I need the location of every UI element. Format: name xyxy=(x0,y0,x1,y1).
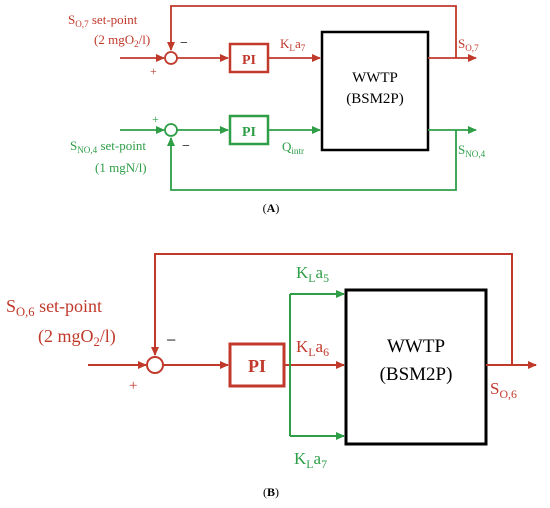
wwtp-label-a-line1: WWTP xyxy=(352,70,398,86)
pi-controller-a-bottom xyxy=(228,114,270,146)
summing-junction-a-top xyxy=(164,51,178,65)
wwtp-label-a-line2: (BSM2P) xyxy=(346,91,404,107)
pi-label-b: PI xyxy=(248,356,266,376)
panel-a: WWTP (BSM2P) PI SO,7 set-point (2 mgO2/l… xyxy=(68,5,486,215)
so6-feedback-line xyxy=(151,253,513,365)
minus-sign-a-top: − xyxy=(180,36,188,51)
pi-label-a-top: PI xyxy=(242,53,256,68)
panel-b-caption: (B) xyxy=(263,485,279,499)
summing-junction-b xyxy=(146,356,164,374)
wwtp-label-b-line2: (BSM2P) xyxy=(380,364,453,385)
minus-sign-b: − xyxy=(166,330,176,350)
plus-sign-a-top: + xyxy=(150,64,157,78)
sno4-value-label: (1 mgN/l) xyxy=(95,160,147,175)
panel-a-caption: (A) xyxy=(263,201,280,215)
so7-value-label: (2 mgO2/l) xyxy=(94,32,150,49)
kla7-label-a: KLa7 xyxy=(280,36,306,53)
summing-junction-a-bottom xyxy=(164,123,178,137)
qintr-label: Qintr xyxy=(282,139,304,156)
kla6-label: KLa6 xyxy=(296,337,329,359)
so6-output-label: SO,6 xyxy=(490,379,517,401)
so7-feedback-line xyxy=(167,5,457,58)
wwtp-label-b-line1: WWTP xyxy=(387,336,445,357)
so6-value-label: (2 mgO2/l) xyxy=(38,326,116,349)
wwtp-block-b xyxy=(344,288,488,446)
minus-sign-a-bottom: − xyxy=(182,139,190,154)
so6-setpoint-label: SO,6 set-point xyxy=(6,296,102,319)
plus-sign-a-bottom: + xyxy=(152,112,159,126)
sno4-feedback-line xyxy=(167,130,457,191)
pi-label-a-bottom: PI xyxy=(242,125,256,140)
so7-output-label: SO,7 xyxy=(458,36,479,53)
kla7-label-b: KLa7 xyxy=(294,449,327,471)
kla5-label: KLa5 xyxy=(296,263,329,285)
plus-sign-b: + xyxy=(129,378,137,394)
panel-b: WWTP (BSM2P) PI SO,6 set-point (2 mgO2/l… xyxy=(6,253,537,499)
sno4-setpoint-label: SNO,4 set-point xyxy=(70,138,146,155)
so7-setpoint-label: SO,7 set-point xyxy=(68,12,138,29)
wwtp-block-a xyxy=(320,30,430,152)
sno4-output-label: SNO,4 xyxy=(458,142,486,159)
pi-controller-b xyxy=(228,342,286,388)
